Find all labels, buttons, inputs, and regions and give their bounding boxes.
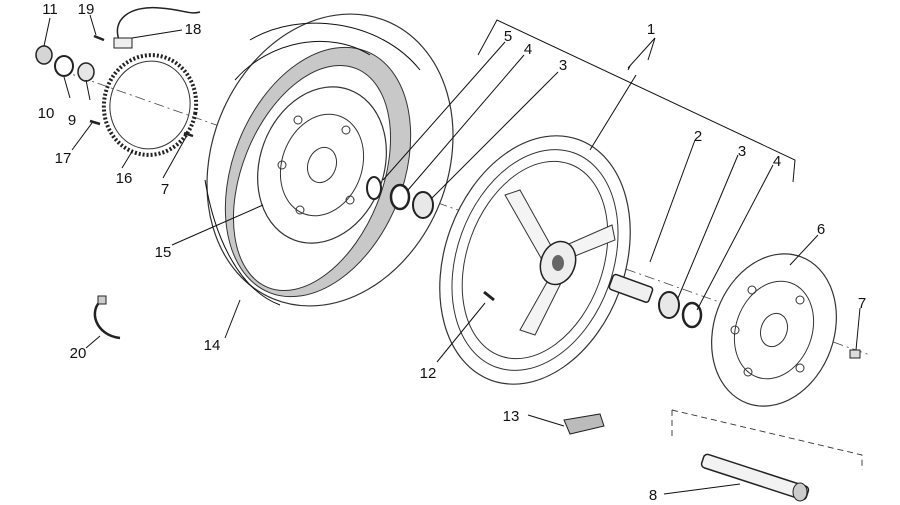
sensor-screw-19 <box>93 34 105 42</box>
callout-6: 6 <box>817 221 825 238</box>
callout-7b: 7 <box>858 295 866 312</box>
leader-lines <box>43 14 861 495</box>
callout-20: 20 <box>70 345 87 362</box>
seal-10 <box>54 55 74 77</box>
callout-12: 12 <box>420 365 437 382</box>
screw-17 <box>89 119 101 126</box>
callout-1: 1 <box>647 21 655 38</box>
bearing-4-right <box>681 301 703 329</box>
bearing-3-right <box>658 291 680 319</box>
nut-11 <box>35 45 53 65</box>
callout-7a: 7 <box>161 181 169 198</box>
callout-4b: 4 <box>773 153 781 170</box>
callout-15: 15 <box>155 244 172 261</box>
callout-10: 10 <box>38 105 55 122</box>
callout-18: 18 <box>185 21 202 38</box>
hub-spacer-2 <box>608 273 654 303</box>
cable-clamp <box>93 298 121 340</box>
cable-clamp-head <box>97 295 107 305</box>
callout-11: 11 <box>42 1 58 18</box>
callout-13: 13 <box>503 408 520 425</box>
callout-16: 16 <box>116 170 133 187</box>
callout-8: 8 <box>649 487 657 504</box>
brake-disc-right <box>711 253 837 407</box>
callout-5: 5 <box>504 28 512 45</box>
valve-stem <box>483 290 495 302</box>
screw-7-left <box>183 131 194 138</box>
abs-sensor-cable <box>116 6 201 43</box>
disc-bolt-right <box>849 349 861 359</box>
callout-9: 9 <box>68 112 76 129</box>
callout-4a: 4 <box>524 41 532 58</box>
wheel-rim <box>439 135 631 385</box>
balancing-weight <box>563 413 605 435</box>
wheel-axle <box>700 453 810 502</box>
bearing-4-left <box>389 183 411 211</box>
axle-dashed-box <box>671 409 863 470</box>
callout-3a: 3 <box>559 57 567 74</box>
abs-tone-ring <box>101 53 199 157</box>
circlip-5 <box>366 176 382 200</box>
callout-19: 19 <box>78 1 95 18</box>
callout-17: 17 <box>55 150 72 167</box>
spacer-9 <box>77 62 95 82</box>
assembly-bracket <box>477 19 796 183</box>
bearing-3-left <box>412 191 434 219</box>
callout-2: 2 <box>694 128 702 145</box>
abs-sensor <box>113 37 133 49</box>
callout-3b: 3 <box>738 143 746 160</box>
callout-14: 14 <box>204 337 221 354</box>
